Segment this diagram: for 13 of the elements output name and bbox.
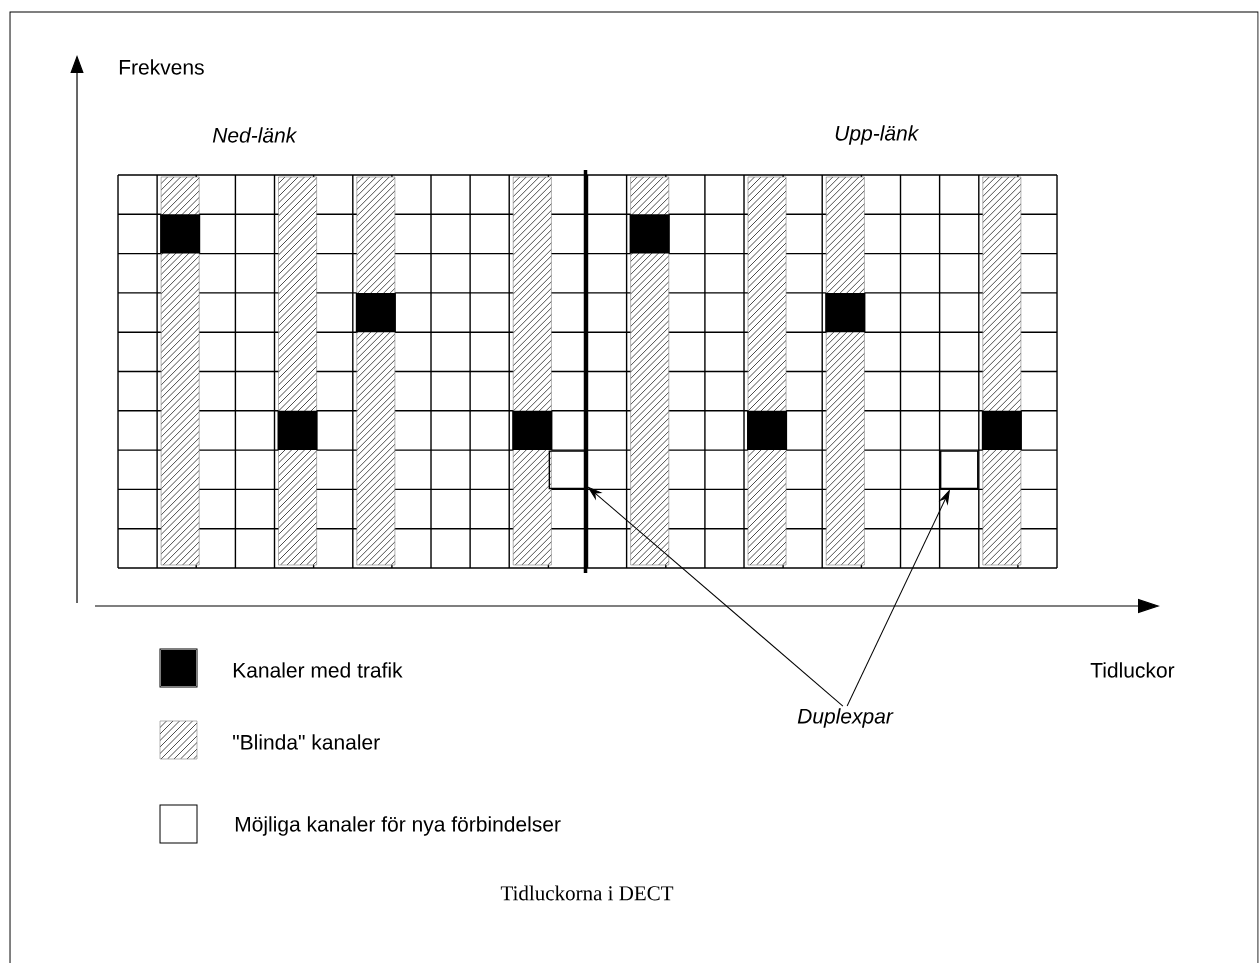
- legend-text: Kanaler med trafik: [233, 662, 403, 678]
- leader-line: [846, 490, 950, 707]
- column-heading: Ned-länk: [212, 127, 298, 143]
- axis-label: Tidluckor: [1090, 662, 1175, 678]
- column-heading: Upp-länk: [835, 125, 920, 145]
- channel-cell: [548, 450, 588, 490]
- caption: Tidluckorna i DECT: [500, 885, 674, 901]
- legend-text: "Blinda" kanaler: [233, 734, 380, 750]
- channel-cell: [939, 450, 979, 490]
- legend-text: Möjliga kanaler för nya förbindelser: [235, 816, 561, 836]
- axis-label: Frekvens: [119, 59, 204, 75]
- leader-label: Duplexpar: [797, 708, 894, 728]
- leader-line: [587, 486, 844, 707]
